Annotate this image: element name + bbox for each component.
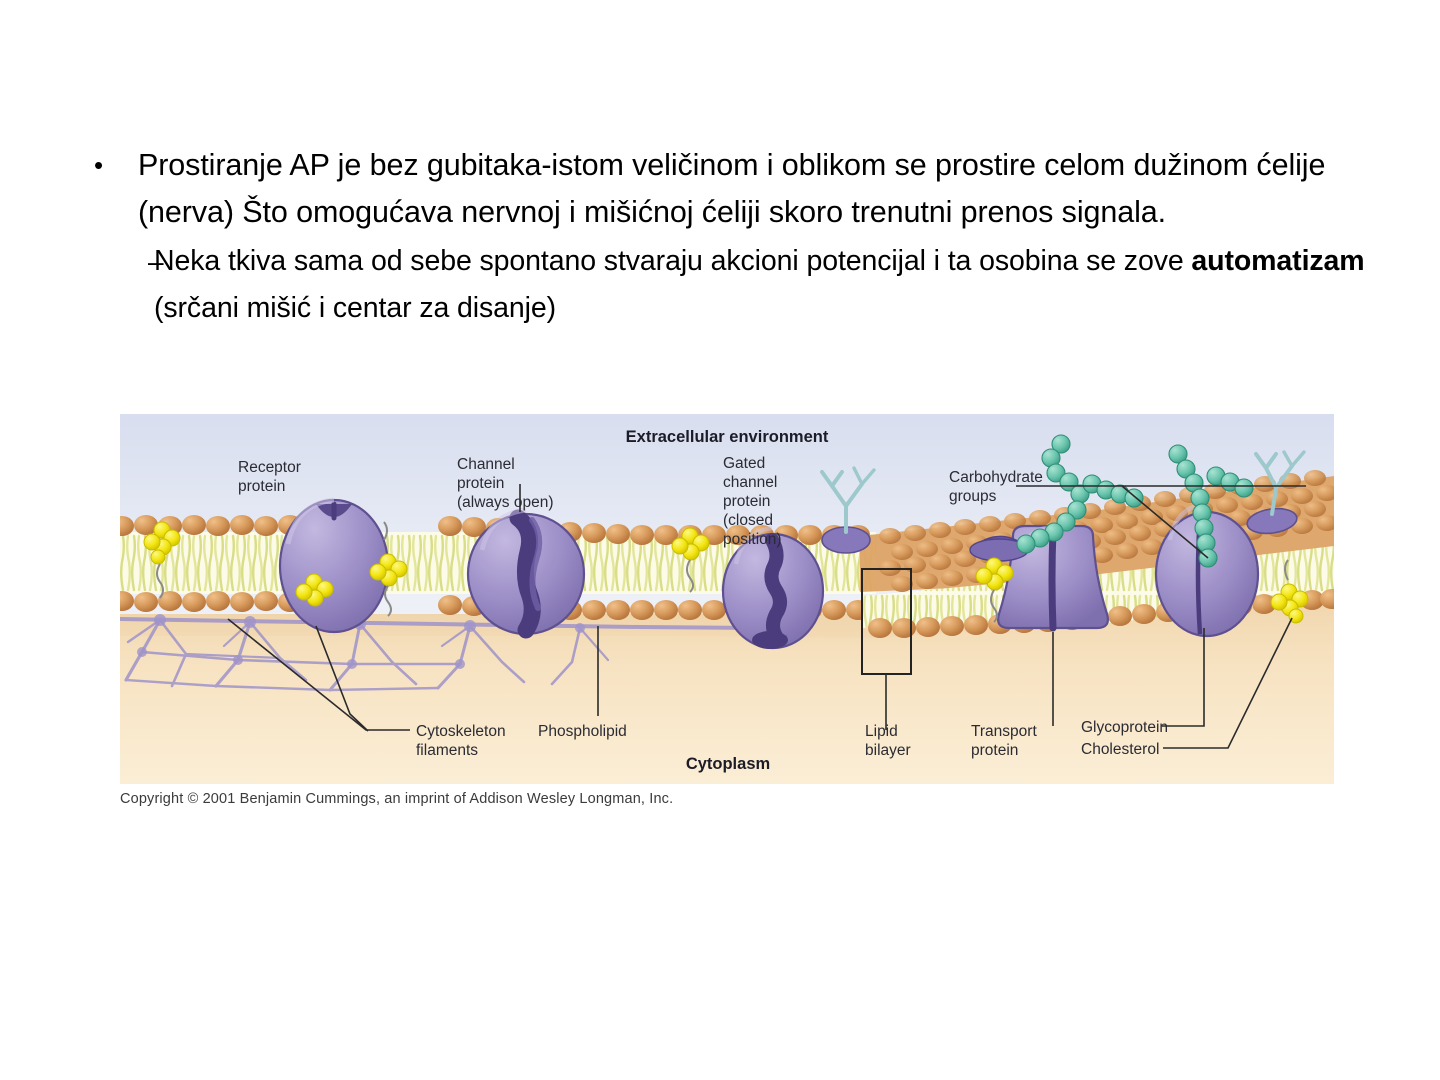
leader-lines: [227, 484, 1306, 749]
cytoplasm-edge: [120, 592, 1334, 784]
bullet-level1-text: Prostiranje AP je bez gubitaka-istom vel…: [138, 148, 1326, 229]
cholesterol-molecule-1: [143, 521, 181, 599]
svg-text:protein: protein: [457, 475, 504, 492]
svg-text:position): position): [723, 531, 782, 548]
svg-text:protein: protein: [971, 742, 1018, 759]
cholesterol-molecule-6: [1270, 559, 1309, 624]
cytoskeleton-filament-network: [120, 617, 762, 692]
carbohydrate-group-small-left: [820, 466, 876, 534]
figure-label-transport-protein: Transport protein: [971, 723, 1037, 759]
svg-text:Receptor: Receptor: [238, 459, 301, 476]
svg-text:bilayer: bilayer: [865, 742, 911, 759]
slide-body-text: • Prostiranje AP je bez gubitaka-istom v…: [86, 142, 1376, 332]
carbohydrate-group-small-right: [1254, 450, 1306, 516]
svg-text:Glycoprotein: Glycoprotein: [1081, 719, 1168, 736]
transport-cleft: [1048, 526, 1057, 632]
bullet-level1: • Prostiranje AP je bez gubitaka-istom v…: [86, 142, 1376, 236]
svg-text:(closed: (closed: [723, 512, 773, 529]
svg-text:Cholesterol: Cholesterol: [1081, 741, 1159, 758]
svg-text:Transport: Transport: [971, 723, 1037, 740]
figure-label-glycoprotein: Glycoprotein: [1081, 719, 1168, 736]
channel-pore: [509, 509, 541, 639]
bullet-marker-dash: –: [148, 246, 164, 277]
cholesterol-molecule-5: [975, 557, 1014, 623]
figure-label-receptor-protein: Receptor protein: [238, 459, 301, 495]
copyright-notice: Copyright © 2001 Benjamin Cummings, an i…: [120, 791, 674, 807]
cholesterol-molecule-2: [369, 521, 408, 617]
extracellular-environment-title: Extracellular environment: [626, 428, 829, 446]
bullet-marker-dot: •: [94, 150, 104, 180]
cell-membrane-diagram: Extracellular environment Cytoplasm: [120, 414, 1334, 784]
svg-text:Gated: Gated: [723, 455, 765, 472]
figure-label-lipid-bilayer: Lipid bilayer: [865, 723, 911, 759]
carbohydrate-group-large: [1016, 434, 1254, 568]
svg-text:Carbohydrate: Carbohydrate: [949, 469, 1043, 486]
figure-label-cytoskeleton-filaments: Cytoskeleton filaments: [416, 723, 506, 759]
cholesterol-molecule-4: [671, 527, 710, 593]
svg-text:filaments: filaments: [416, 742, 478, 759]
bullet-level2-emphasis: automatizam: [1191, 245, 1365, 277]
figure-label-carbohydrate-groups: Carbohydrate groups: [949, 469, 1043, 505]
bullet-level2-text-before: Neka tkiva sama od sebe spontano stvaraj…: [154, 245, 1192, 277]
figure-label-phospholipid: Phospholipid: [538, 723, 627, 740]
figure-label-gated-channel-protein: Gated channel protein (closed position): [723, 455, 782, 548]
bullet-level2-text: Neka tkiva sama od sebe spontano stvaraj…: [154, 238, 1376, 332]
svg-text:protein: protein: [238, 478, 285, 495]
cytoplasm-title: Cytoplasm: [686, 755, 770, 773]
cholesterol-molecule-3: [295, 573, 334, 607]
svg-text:(always open): (always open): [457, 494, 554, 511]
svg-text:groups: groups: [949, 488, 997, 505]
glycoprotein-shape: [1154, 501, 1260, 638]
bullet-level2: – Neka tkiva sama od sebe spontano stvar…: [86, 238, 1376, 332]
figure-label-channel-protein: Channel protein (always open): [457, 456, 554, 511]
svg-text:protein: protein: [723, 493, 770, 510]
svg-text:channel: channel: [723, 474, 777, 491]
svg-text:Phospholipid: Phospholipid: [538, 723, 627, 740]
receptor-protein-shape: [278, 497, 390, 634]
gated-channel-protein-shape: [721, 525, 825, 650]
peripheral-protein-dome-3: [1246, 507, 1298, 535]
channel-protein-shape: [466, 507, 586, 639]
gated-pore-closed: [764, 533, 787, 643]
figure-label-cholesterol: Cholesterol: [1081, 741, 1159, 758]
svg-text:Channel: Channel: [457, 456, 515, 473]
svg-text:Cytoskeleton: Cytoskeleton: [416, 723, 506, 740]
svg-text:Lipid: Lipid: [865, 723, 898, 740]
bullet-level2-text-after: (srčani mišić i centar za disanje): [154, 292, 557, 324]
